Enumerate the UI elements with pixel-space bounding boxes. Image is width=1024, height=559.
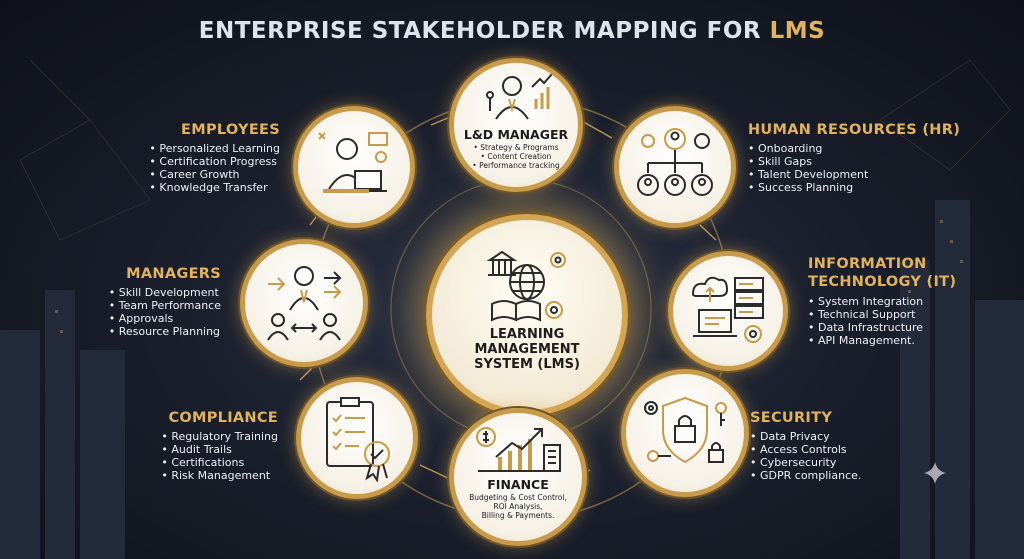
employees-list: Personalized Learning Certification Prog… — [149, 142, 280, 194]
finance-node: FINANCE Budgeting & Cost Control, ROI An… — [449, 408, 587, 546]
ld-manager-detail: • Content Creation — [480, 152, 552, 161]
list-item: System Integration — [808, 295, 956, 308]
sparkle-icon — [924, 462, 946, 484]
it-list: System Integration Technical Support Dat… — [808, 295, 956, 347]
list-item: Personalized Learning — [149, 142, 280, 155]
security-node — [621, 369, 749, 497]
page-title: ENTERPRISE STAKEHOLDER MAPPING FOR LMS — [0, 18, 1024, 44]
employee-laptop-icon — [318, 132, 388, 193]
list-item: Skill Development — [109, 286, 221, 299]
list-item: Audit Trails — [161, 443, 278, 456]
manager-presenting-icon — [486, 73, 553, 120]
finance-label: FINANCE — [487, 477, 549, 492]
compliance-heading: COMPLIANCE — [168, 410, 278, 426]
hr-group: HUMAN RESOURCES (HR) Onboarding Skill Ga… — [748, 122, 960, 194]
list-item: Certification Progress — [149, 155, 280, 168]
ld-manager-detail: • Performance tracking — [472, 161, 560, 170]
list-item: GDPR compliance. — [750, 469, 861, 482]
compliance-list: Regulatory Training Audit Trails Certifi… — [161, 430, 278, 482]
list-item: Knowledge Transfer — [149, 181, 280, 194]
managers-list: Skill Development Team Performance Appro… — [109, 286, 221, 338]
list-item: Talent Development — [748, 168, 960, 181]
compliance-node — [296, 377, 418, 499]
checklist-badge-icon — [326, 397, 390, 482]
list-item: Technical Support — [808, 308, 956, 321]
finance-detail: Billing & Payments. — [481, 511, 555, 520]
list-item: Success Planning — [748, 181, 960, 194]
list-item: Skill Gaps — [748, 155, 960, 168]
employees-group: EMPLOYEES Personalized Learning Certific… — [149, 122, 280, 195]
title-text: ENTERPRISE STAKEHOLDER MAPPING FOR — [198, 18, 770, 44]
team-delegation-icon — [267, 266, 342, 341]
compliance-group: COMPLIANCE Regulatory Training Audit Tra… — [161, 410, 278, 483]
list-item: Resource Planning — [109, 325, 221, 338]
list-item: Career Growth — [149, 168, 280, 181]
list-item: Access Controls — [750, 443, 861, 456]
shield-lock-icon — [644, 396, 727, 464]
employees-node — [293, 106, 415, 228]
server-cloud-icon — [691, 276, 764, 343]
list-item: Onboarding — [748, 142, 960, 155]
finance-detail: ROI Analysis, — [493, 502, 543, 511]
list-item: Cybersecurity — [750, 456, 861, 469]
managers-heading: MANAGERS — [126, 266, 221, 282]
it-heading: INFORMATION TECHNOLOGY (IT) — [808, 256, 957, 290]
security-list: Data Privacy Access Controls Cybersecuri… — [750, 430, 861, 482]
finance-detail: Budgeting & Cost Control, — [469, 493, 567, 502]
lms-center-label: LEARNING MANAGEMENT SYSTEM (LMS) — [474, 327, 580, 372]
list-item: Team Performance — [109, 299, 221, 312]
bank-globe-book-gears-icon — [486, 250, 566, 322]
ld-manager-node: L&D MANAGER • Strategy & Programs • Cont… — [449, 58, 583, 192]
ld-manager-detail: • Strategy & Programs — [473, 143, 559, 152]
employees-heading: EMPLOYEES — [181, 122, 280, 138]
managers-node — [240, 239, 368, 367]
list-item: Data Privacy — [750, 430, 861, 443]
list-item: API Management. — [808, 334, 956, 347]
ld-manager-label: L&D MANAGER — [463, 127, 569, 142]
security-group: SECURITY Data Privacy Access Controls Cy… — [750, 410, 861, 482]
finance-growth-icon — [476, 427, 561, 472]
it-node — [668, 251, 788, 371]
lms-center-node: LEARNING MANAGEMENT SYSTEM (LMS) — [426, 214, 628, 416]
list-item: Regulatory Training — [161, 430, 278, 443]
list-item: Risk Management — [161, 469, 278, 482]
list-item: Certifications — [161, 456, 278, 469]
it-group: INFORMATION TECHNOLOGY (IT) System Integ… — [808, 255, 956, 347]
list-item: Data Infrastructure — [808, 321, 956, 334]
list-item: Approvals — [109, 312, 221, 325]
hr-list: Onboarding Skill Gaps Talent Development… — [748, 142, 960, 194]
title-accent: LMS — [769, 18, 826, 44]
managers-group: MANAGERS Skill Development Team Performa… — [109, 266, 221, 339]
hr-heading: HUMAN RESOURCES (HR) — [748, 122, 961, 138]
security-heading: SECURITY — [750, 410, 833, 426]
org-chart-icon — [637, 128, 713, 196]
hr-node — [614, 106, 736, 228]
